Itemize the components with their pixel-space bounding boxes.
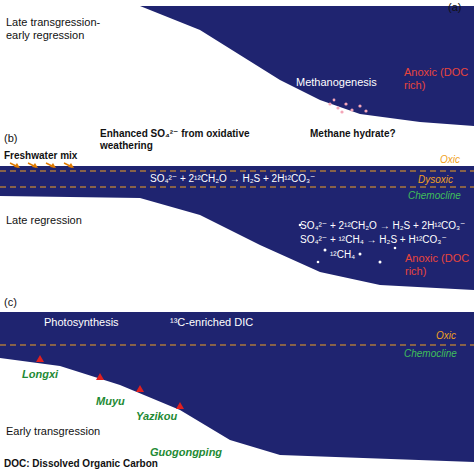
water-state: Anoxic (DOC rich) (404, 66, 470, 92)
redox-zone: Chemocline (408, 190, 461, 202)
freshwater-arrows (10, 163, 72, 167)
oxic-boundary (0, 170, 474, 171)
question-note: Methane hydrate? (310, 128, 396, 140)
reaction-equation: SO₄²⁻ + ¹²CH₄ → H₂S + H¹²CO₃⁻ (300, 234, 447, 246)
panel-letter: (b) (4, 132, 17, 145)
panel-letter: (c) (4, 296, 17, 309)
stage-title: Late transgression-early regression (6, 16, 116, 42)
legend-note: DOC: Dissolved Organic Carbon (4, 458, 158, 470)
redox-zone: Oxic (440, 154, 460, 166)
chemocline-line (0, 344, 474, 345)
isotope-label: ¹³C-enriched DIC (170, 316, 253, 329)
redox-zone: Chemocline (404, 348, 457, 360)
input-label: Enhanced SO₄²⁻ from oxidative weathering (100, 128, 290, 152)
process-label: Photosynthesis (44, 316, 119, 329)
section-name: Muyu (96, 395, 125, 408)
section-markers (36, 355, 184, 409)
methane-dots (328, 99, 367, 114)
methane-label: ¹²CH₄ (330, 249, 355, 261)
stage-title: Early transgression (6, 425, 100, 438)
transgression-basin (0, 312, 474, 462)
reaction-equation: SO₄²⁻ + 2¹²CH₂O → H₂S + 2H¹²CO₃⁻ (150, 173, 315, 185)
redox-zone: Dysoxic (418, 174, 453, 186)
reaction-equation: SO₄²⁻ + 2¹²CH₂O → H₂S + 2H¹²CO₃⁻ (300, 220, 465, 232)
section-name: Guogongping (150, 446, 222, 459)
section-name: Longxi (22, 368, 58, 381)
input-label: Freshwater mix (4, 150, 77, 162)
process-label: Methanogenesis (296, 76, 377, 89)
panel-letter: (a) (448, 1, 461, 14)
section-name: Yazikou (136, 410, 177, 423)
freshwater-arrowheads (14, 163, 74, 168)
stage-title: Late regression (6, 214, 82, 227)
regression-basin (0, 166, 474, 290)
redox-zone: Oxic (436, 330, 456, 342)
water-state: Anoxic (DOC rich) (405, 252, 471, 278)
anoxic-basin (140, 6, 474, 126)
dysoxic-boundary (0, 186, 474, 187)
